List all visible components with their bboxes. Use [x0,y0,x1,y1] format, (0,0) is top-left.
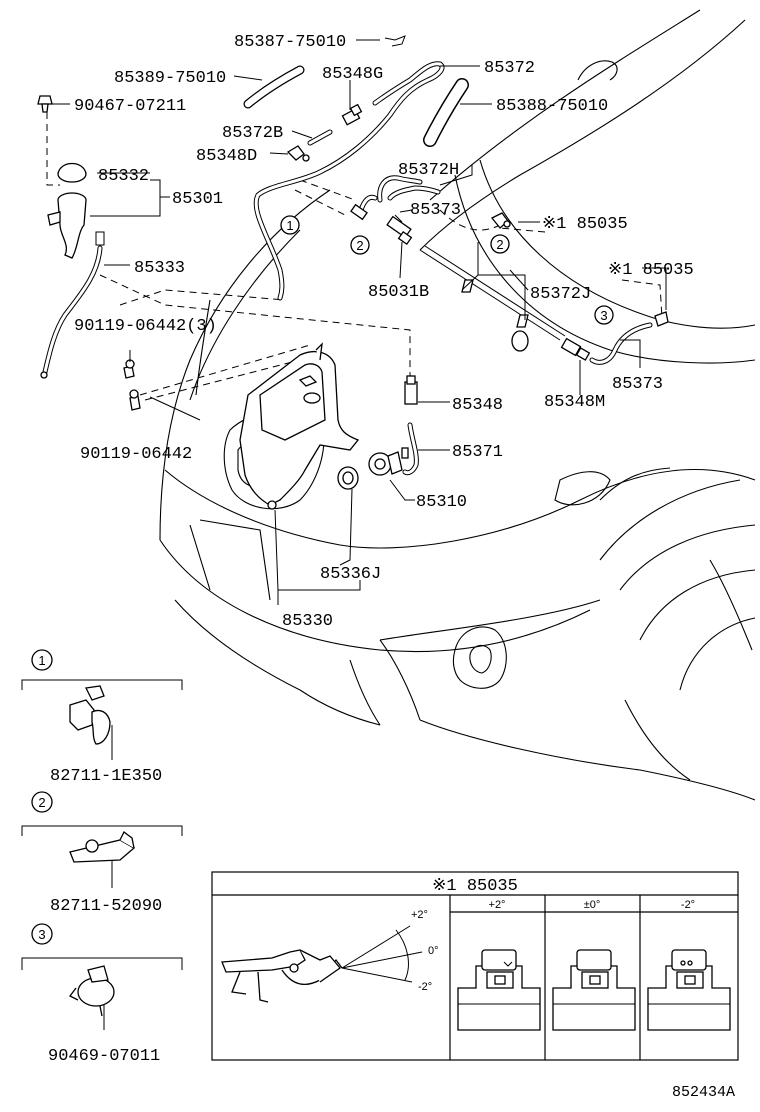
nozzle-side-view: +2° 0° -2° [221,909,439,1003]
label-85330: 85330 [282,612,333,631]
pump-85310 [368,447,409,476]
angle-label-minus2: -2° [418,981,432,993]
cap-85332 [57,162,87,183]
label-85373-lower: 85373 [612,375,663,394]
label-85372J: 85372J [530,285,591,304]
tank-85330 [239,342,360,510]
inlet-85301 [47,192,87,259]
joint-upper-left [350,203,368,221]
nozzle-adjustment-table: ※1 85035 +2° 0° -2° +2° ±0° -2° [211,871,739,1061]
callout-circle-2b-inline-text: 2 [496,237,503,252]
nozzle-85035-right [654,311,669,327]
label-85372: 85372 [484,59,535,78]
joint-85348D [286,145,310,162]
label-85348: 85348 [452,396,503,415]
hose-85372B [307,129,333,146]
label-85348M: 85348M [544,393,605,412]
leader-lines [52,39,667,605]
label-85372B: 85372B [222,124,283,143]
angle-label-plus2: +2° [411,909,428,921]
nozzle-front-0 [552,949,636,1031]
label-85332: 85332 [98,167,149,186]
label-85333: 85333 [134,259,185,278]
callout-circle-1-inline [280,215,300,235]
callout-circle-3-inline-text: 3 [600,308,607,323]
label-85372H: 85372H [398,161,459,180]
label-85336J: 85336J [320,565,381,584]
nozzle-85035-upper [490,212,511,229]
callout-num-2: 2 [38,795,45,810]
bolts-90119 [123,359,141,411]
callout-part-2: 82711-52090 [50,897,162,916]
callout-num-3: 3 [38,927,45,942]
clip-82711-1E350-icon [69,685,111,745]
label-85035-right: ※1 85035 [608,261,694,280]
part-labels: 85387-75010 85389-75010 90467-07211 8534… [74,33,694,631]
clip-90467 [37,95,53,113]
grommet-85336J [337,466,359,490]
adjust-col-minus2: -2° [681,899,695,911]
diagram-code: 852434A [672,1084,735,1101]
adjust-table-title: ※1 85035 [432,877,518,896]
callout-circle-2a-inline [350,235,370,255]
joint-85348 [404,375,418,405]
clip-85387 [384,35,406,47]
label-85301: 85301 [172,190,223,209]
callout-circle-3 [31,923,53,945]
hose-85388 [423,78,469,147]
clip-90469-07011-icon [69,965,115,1017]
clip-2-mark [461,279,529,328]
inline-callouts: 1 2 2 3 [280,215,614,325]
hose-85371 [402,422,419,476]
grommet [511,330,529,352]
label-85387: 85387-75010 [234,33,346,52]
label-85373-upper: 85373 [410,201,461,220]
adjust-col-0: ±0° [584,899,601,911]
label-90467: 90467-07211 [74,97,186,116]
label-85348D: 85348D [196,147,257,166]
hose-85389 [243,65,305,109]
callout-circle-2a-inline-text: 2 [356,238,363,253]
callout-panel-2: 2 82711-52090 [21,791,183,916]
hose-85372H [377,175,441,203]
hose-85372J [419,245,566,341]
callout-circle-3-inline [594,305,614,325]
label-85310: 85310 [416,493,467,512]
angle-label-0: 0° [428,945,439,957]
callout-panel-1: 1 82711-1E350 [21,649,183,786]
joint-85348M [560,337,591,361]
joint-85348G [341,103,363,126]
callout-num-1: 1 [38,653,45,668]
label-85348G: 85348G [322,65,383,84]
callout-part-3: 90469-07011 [48,1047,160,1066]
label-90119-3: 90119-06442(3) [74,317,217,336]
callout-circle-1 [31,649,53,671]
label-90119: 90119-06442 [80,445,192,464]
callout-part-1: 82711-1E350 [50,767,162,786]
label-85371: 85371 [452,443,503,462]
washer-main-hose-85372 [253,61,445,301]
callout-circle-2b-inline [490,234,510,254]
hose-85333 [40,231,105,379]
vehicle-body-outline [159,9,756,801]
clip-82711-52090-icon [69,831,136,863]
nozzle-front-minus2 [647,949,731,1031]
nozzle-front-plus2 [457,949,541,1031]
adjust-table-frame [211,871,739,1061]
label-85031B: 85031B [368,283,429,302]
callout-panel-3: 3 90469-07011 [21,923,183,1066]
callout-circle-2 [31,791,53,813]
assembly-guide-lines [46,112,663,401]
adjust-col-plus2: +2° [489,899,506,911]
valve-85031B [386,214,413,246]
label-85035-upper: ※1 85035 [542,215,628,234]
label-85389: 85389-75010 [114,69,226,88]
callout-circle-1-inline-text: 1 [286,218,293,233]
hose-85373-lower [589,322,653,365]
label-85388: 85388-75010 [496,97,608,116]
